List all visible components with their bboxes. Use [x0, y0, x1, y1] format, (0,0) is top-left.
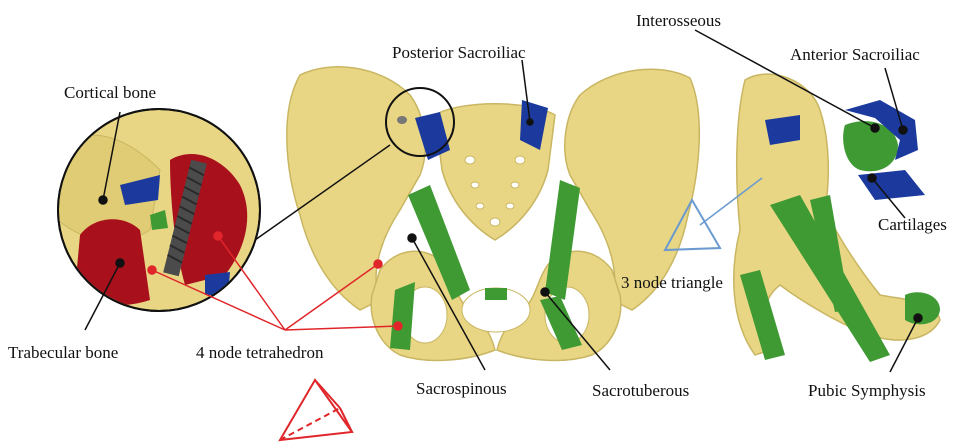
label-4-node-tetrahedron: 4 node tetrahedron [196, 344, 323, 361]
label-sacrotuberous: Sacrotuberous [592, 382, 689, 399]
label-cortical-bone: Cortical bone [64, 84, 156, 101]
tetrahedron-element-icon [280, 380, 352, 440]
trabecular-bone-region-left [75, 219, 150, 305]
label-anterior-sacroiliac: Anterior Sacroiliac [790, 46, 920, 63]
label-cartilages: Cartilages [878, 216, 947, 233]
label-interosseous: Interosseous [636, 12, 721, 29]
label-pubic-symphysis: Pubic Symphysis [808, 382, 926, 399]
pubic-symphysis-center [485, 288, 507, 300]
pelvis-front-view [287, 67, 699, 361]
label-posterior-sacroiliac: Posterior Sacroiliac [392, 44, 526, 61]
label-3-node-triangle: 3 node triangle [621, 274, 723, 291]
label-trabecular-bone: Trabecular bone [8, 344, 118, 361]
cartilage-region [858, 170, 925, 200]
label-sacrospinous: Sacrospinous [416, 380, 507, 397]
zoom-detail-circle [58, 109, 260, 311]
